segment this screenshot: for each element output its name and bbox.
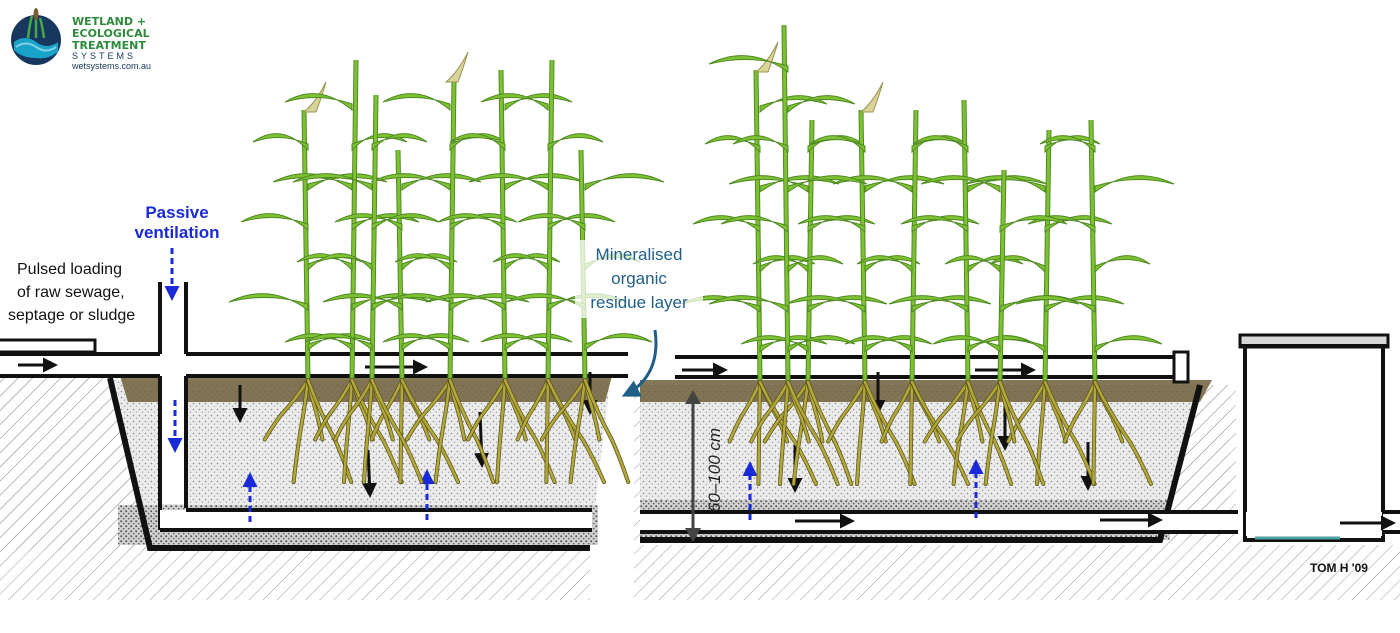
root-cluster xyxy=(404,378,496,484)
root-cluster xyxy=(313,378,404,484)
logo-line1: WETLAND + xyxy=(72,15,146,28)
residue-line2: organic xyxy=(611,269,667,288)
reed-plants xyxy=(228,24,1175,383)
right-distribution-pipe xyxy=(675,350,1190,384)
logo-line4: SYSTEMS xyxy=(72,51,136,61)
root-cluster xyxy=(762,380,854,486)
drainage-pipe-right xyxy=(640,510,1240,534)
loading-line2: of raw sewage, xyxy=(17,284,125,301)
passive-ventilation-line1: Passive xyxy=(145,203,208,222)
residue-annotation-arrow xyxy=(621,329,658,397)
logo-line3: TREATMENT xyxy=(72,39,146,52)
root-cluster xyxy=(539,378,631,484)
depth-marker xyxy=(685,390,701,542)
outlet-chamber xyxy=(1238,333,1400,542)
reed-stem xyxy=(425,69,585,381)
root-cluster xyxy=(727,380,818,486)
passive-ventilation-label: Passive ventilation xyxy=(134,203,219,242)
reed-stem xyxy=(1015,119,1175,383)
ventilation-riser-pipe xyxy=(158,282,188,530)
reed-stem xyxy=(292,94,452,381)
reed-stem xyxy=(832,109,992,383)
root-cluster xyxy=(879,380,970,486)
ventilation-arrows xyxy=(164,248,984,522)
root-cluster xyxy=(1062,380,1153,486)
artist-signature: TOM H '09 xyxy=(1310,561,1368,575)
residue-label: Mineralised organic residue layer xyxy=(575,240,703,318)
drainage-pipe-left xyxy=(160,508,592,532)
reed-stem xyxy=(680,41,840,383)
passive-ventilation-line2: ventilation xyxy=(134,223,219,242)
root-cluster xyxy=(922,380,1014,486)
root-cluster xyxy=(466,378,557,484)
logo-website: wetsystems.com.au xyxy=(71,61,151,71)
section-break xyxy=(612,340,634,610)
company-logo: WETLAND + ECOLOGICAL TREATMENT SYSTEMS w… xyxy=(11,8,151,71)
inlet-distribution-pipe xyxy=(0,338,628,378)
root-cluster xyxy=(749,380,840,486)
loading-line1: Pulsed loading xyxy=(17,261,122,278)
root-cluster xyxy=(333,378,424,484)
residue-line1: Mineralised xyxy=(596,245,683,264)
depth-label: 60–100 cm xyxy=(705,428,724,512)
root-cluster xyxy=(954,380,1046,486)
reed-stem xyxy=(272,59,432,381)
plant-roots xyxy=(262,378,1153,486)
residue-line3: residue layer xyxy=(590,293,688,312)
root-cluster xyxy=(515,378,606,484)
loading-label: Pulsed loading of raw sewage, septage or… xyxy=(8,261,135,324)
logo-line2: ECOLOGICAL xyxy=(72,27,150,40)
loading-line3: septage or sludge xyxy=(8,307,135,324)
reed-stem xyxy=(920,169,1080,383)
reed-stem xyxy=(708,24,868,383)
reed-stem xyxy=(370,51,530,381)
